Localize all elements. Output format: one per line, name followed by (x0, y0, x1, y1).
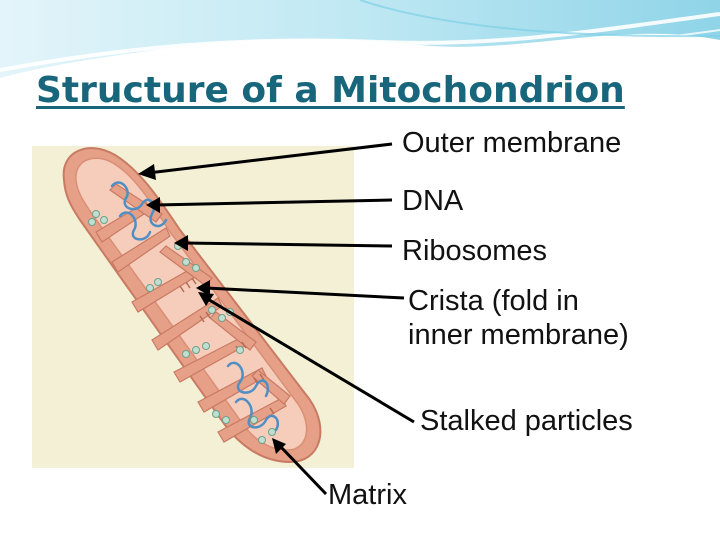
outer-membrane-pointer (147, 142, 393, 175)
label-matrix: Matrix (328, 479, 407, 511)
dna-pointer (155, 198, 393, 207)
outer-membrane-arrowhead (138, 164, 156, 180)
label-crista-line1: Crista (fold in (408, 285, 579, 317)
label-stalked-particles: Stalked particles (420, 405, 633, 437)
matrix-pointer (278, 444, 328, 496)
dna-strands (110, 181, 280, 432)
label-crista: Crista (fold in inner membrane) (408, 284, 708, 352)
crista-pointer (205, 286, 405, 300)
label-pointers (138, 142, 415, 496)
ribosomes (88, 210, 276, 444)
ribosomes-arrowhead (174, 235, 188, 251)
stalked-particles-arrowhead (198, 292, 214, 306)
stalked-particles (179, 277, 275, 415)
label-outer-membrane: Outer membrane (402, 127, 622, 159)
ribosomes-pointer (183, 241, 393, 248)
label-dna: DNA (402, 185, 464, 217)
dna-arrowhead (146, 197, 160, 213)
crista-arrowhead (196, 280, 210, 296)
stalked-particles-pointer (205, 296, 415, 424)
label-crista-line2: inner membrane) (408, 319, 629, 351)
header-wave-decoration (0, 0, 720, 81)
matrix-arrowhead (272, 438, 286, 454)
label-ribosomes: Ribosomes (402, 235, 548, 267)
slide-title: Structure of a Mitochondrion (36, 70, 625, 111)
